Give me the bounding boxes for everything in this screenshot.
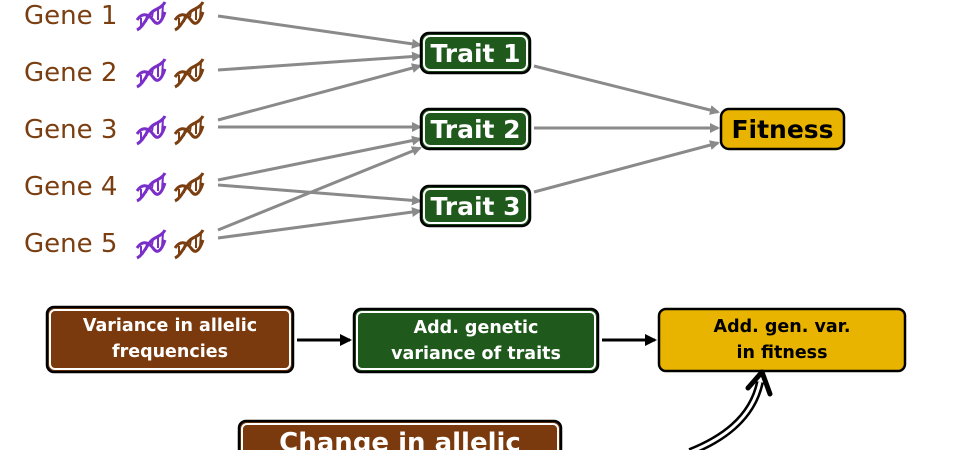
gene-label: Gene 4 [24, 172, 117, 202]
dna-icons [135, 0, 205, 260]
variance-allelic-box: Variance in allelic frequencies [45, 305, 295, 374]
trait-box-1: Trait 1 [419, 31, 532, 75]
dna-icon [135, 57, 167, 89]
arrow-gene4-trait3 [217, 183, 422, 206]
dna-icon [173, 228, 205, 260]
box-line: frequencies [112, 342, 228, 362]
trait-label: Trait 3 [430, 192, 520, 221]
trait-label: Trait 1 [430, 39, 520, 68]
change-allelic-box: Change in allelic [237, 419, 563, 450]
box-line: Variance in allelic [83, 316, 257, 336]
gene-label: Gene 2 [24, 58, 117, 88]
dna-icon [135, 228, 167, 260]
trait-box-3: Trait 3 [419, 184, 532, 228]
dna-icon [135, 171, 167, 203]
fitness-box: Fitness [719, 107, 846, 151]
gene-trait-arrows [217, 14, 422, 240]
fitness-label: Fitness [731, 115, 833, 144]
dna-icon [173, 114, 205, 146]
trait-box-2: Trait 2 [419, 107, 532, 151]
dna-icon [135, 0, 167, 32]
box-line: in fitness [736, 343, 827, 363]
gene-label: Gene 1 [24, 1, 117, 31]
gene-list: Gene 1 Gene 2 Gene 3 Gene 4 Gene 5 [24, 1, 117, 259]
arrow-gene5-trait2 [217, 146, 422, 232]
dna-icon [173, 171, 205, 203]
dna-icon [173, 57, 205, 89]
box-line: variance of traits [391, 344, 561, 364]
arrow-gene3-trait1 [217, 63, 422, 122]
box-line: Add. genetic [414, 318, 539, 338]
arrow-trait3-fitness [533, 140, 720, 194]
arrow-gene1-trait1 [217, 14, 422, 49]
arrow-gene2-trait1 [217, 51, 422, 72]
dna-icon [135, 114, 167, 146]
curved-feedback-arrow [688, 369, 773, 450]
trait-fitness-arrows [533, 64, 720, 194]
trait-label: Trait 2 [430, 115, 520, 144]
arrow-gene4-trait2 [217, 135, 422, 182]
dna-icon [173, 0, 205, 32]
box-line: Add. gen. var. [714, 317, 851, 337]
add-genetic-box: Add. genetic variance of traits [352, 307, 600, 374]
arrow-gene5-trait3 [217, 207, 422, 240]
gene-label: Gene 3 [24, 115, 117, 145]
change-allelic-label: Change in allelic [279, 428, 521, 450]
arrow-trait1-fitness [533, 64, 720, 115]
gene-label: Gene 5 [24, 229, 117, 259]
add-gen-var-box: Add. gen. var. in fitness [657, 307, 907, 373]
